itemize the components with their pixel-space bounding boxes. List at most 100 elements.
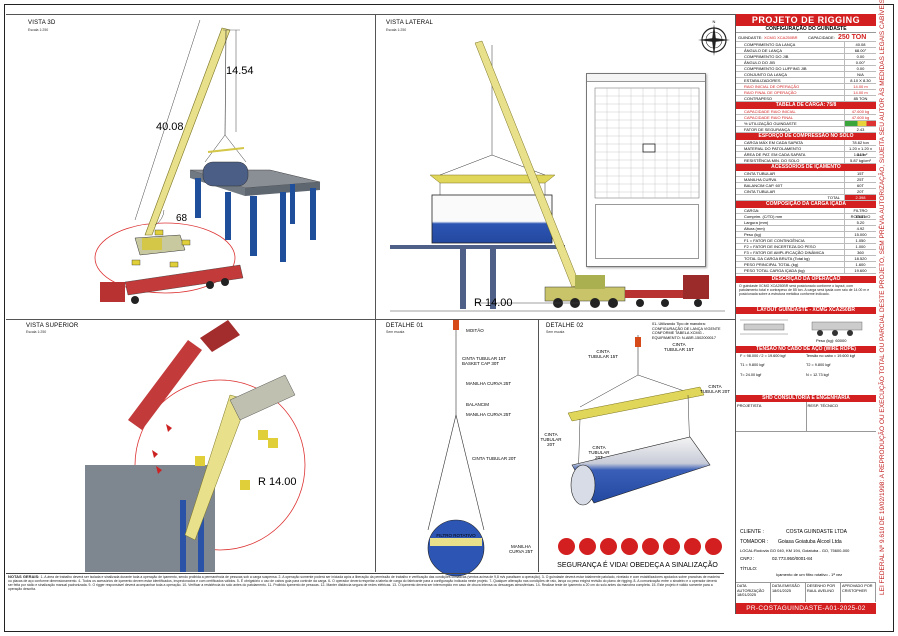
top-crane-carrier xyxy=(229,374,296,421)
truck-trailer xyxy=(124,264,244,296)
detail2-spreader xyxy=(567,386,705,422)
config-key: COMPRIMENTO DA LANÇA xyxy=(744,42,796,47)
top-outrigger-pad xyxy=(258,430,268,440)
accessory-key: CINTA TUBULAR xyxy=(744,189,776,194)
composition-key: F1 = FATOR DE CONTINGÊNCIA xyxy=(744,238,805,243)
boom-angle-label: 68 xyxy=(176,213,188,224)
outrigger-pad xyxy=(181,239,191,246)
soil-value: 1.44 m² xyxy=(844,152,876,157)
config-key: COMPRIMENTO DO LUFFING JIB xyxy=(744,66,807,71)
config-subtitle: CONFIGURAÇÃO DO GUINDASTE xyxy=(736,26,876,33)
top-outrigger-pad xyxy=(240,480,250,490)
composition-row: CARGA:FILTRO ROTATIVO xyxy=(736,208,876,219)
load-cylinder-end xyxy=(427,519,485,577)
config-value: 85 TON xyxy=(844,96,876,101)
config-key: RAIO FINAL DE OPERAÇÃO xyxy=(744,90,797,95)
cnpj-label: CNPJ : xyxy=(740,556,755,561)
lateral-scale: Escala 1:250 xyxy=(386,28,407,32)
direction-arrow xyxy=(152,450,158,458)
config-value: 0.00 xyxy=(844,66,876,71)
date-label: DATA EMISSÃO xyxy=(772,584,800,588)
platform-column xyxy=(310,188,316,240)
soil-key: ÁREA DE PAT. EM CADA SAPATA xyxy=(744,152,806,157)
goggles-icon xyxy=(621,538,638,555)
jib-height-label: 14.54 xyxy=(226,65,254,77)
composition-key: Largura (mm) xyxy=(744,220,769,225)
config-key: ESTABILIZADORES xyxy=(744,78,781,83)
superior-drawing xyxy=(85,320,306,572)
superior-scale: Escala 1:250 xyxy=(26,330,47,334)
composition-row: Largura (mm)5.20 xyxy=(736,220,876,226)
config-value: 8.10 X 8.30 xyxy=(844,78,876,83)
composition-key: Altura (mm) xyxy=(744,226,765,231)
soil-value: 78.62 ton xyxy=(844,140,876,145)
vertical-divider-title xyxy=(735,14,736,614)
detail1-label: DETALHE 01 xyxy=(386,323,424,329)
detail2-label-b: CINTA TUBULAR 15T xyxy=(664,342,695,352)
date-value: 18/01/2025 xyxy=(772,588,792,593)
operation-text: O guindaste XCMG XCA250BR será posiciona… xyxy=(739,284,870,297)
config-key: COMPRIMENTO DO JIB xyxy=(744,54,789,59)
composition-value: 19.600 xyxy=(844,268,876,273)
load-table-row: CAPACIDADE RAIO INICIAL 47.600 kg xyxy=(736,109,876,115)
tension-line: T2 = 9.800 kgf xyxy=(806,363,831,368)
resp-label: RESP. TÉCNICO xyxy=(807,403,839,408)
load-chart-sheet xyxy=(586,73,706,267)
tension-line: N = 12.73 kgf xyxy=(806,372,829,377)
crane-label: GUINDASTE: xyxy=(738,35,763,40)
lateral-radius-label: R 14.00 xyxy=(474,297,513,309)
composition-value: 1.600 xyxy=(844,262,876,267)
tension-line: F = 98.000 / 2 = 19.600 kgf xyxy=(740,354,786,358)
lateral-truck-cab xyxy=(683,275,709,299)
resp-box: RESP. TÉCNICO xyxy=(807,402,877,431)
composition-value: 15.000 xyxy=(844,232,876,237)
top-truck-cab xyxy=(200,320,240,352)
detail2-label-a: CINTA TUBULAR 15T xyxy=(588,349,619,359)
composition-value: 1.050 xyxy=(844,238,876,243)
config-value: N/A xyxy=(844,72,876,77)
accessory-key: CINTA TUBULAR xyxy=(744,171,776,176)
load-table-key: CAPACIDADE RAIO INICIAL xyxy=(744,109,796,114)
soil-key: RESISTÊNCIA MIN. DO SOLO xyxy=(744,158,800,163)
detail1-drawing xyxy=(427,320,485,577)
config-value: 14.00 m xyxy=(844,90,876,95)
layout-diagram: Peso (kg): 60000 xyxy=(736,314,876,346)
date-label: DATA AUTORIZAÇÃO xyxy=(737,584,765,593)
compass-rose: N xyxy=(698,19,730,56)
detail2-label-e: CINTA TUBULAR 20T xyxy=(588,445,610,460)
lateral-label: VISTA LATERAL xyxy=(386,20,434,26)
composition-header: COMPOSIÇÃO DA CARGA IÇADA xyxy=(736,201,876,208)
soil-key: CARGA MÁX EM CADA SAPATA xyxy=(744,140,803,145)
title-block: PROJETO DE RIGGING CONFIGURAÇÃO DO GUIND… xyxy=(736,14,876,432)
date-value: RAUL AVELINO xyxy=(807,588,835,593)
load-table-value xyxy=(844,121,876,126)
soil-header: ESFORÇO DE COMPRESSÃO NO SOLO xyxy=(736,133,876,140)
config-value: 68.00° xyxy=(844,48,876,53)
top-trailer xyxy=(128,340,202,430)
load-table-value: 47.600 kg xyxy=(844,109,876,114)
composition-value: FILTRO ROTATIVO xyxy=(844,208,876,219)
designer-label: PROJETISTA xyxy=(737,403,762,408)
load-chart-header-bar xyxy=(587,74,705,82)
load-table-key: FATOR DE SEGURANÇA xyxy=(744,127,791,132)
lateral-drawing xyxy=(390,40,725,312)
composition-key: F3 = FATOR DE AMPLIFICAÇÃO DINÂMICA xyxy=(744,250,825,255)
cnpj-value: 02.773.950/0001-84 xyxy=(772,556,813,561)
tension-line: T1 = 9.800 kgf xyxy=(740,363,765,368)
load-table-value: 47.600 kg xyxy=(844,115,876,120)
accessories-total-label: TOTAL xyxy=(827,195,840,200)
